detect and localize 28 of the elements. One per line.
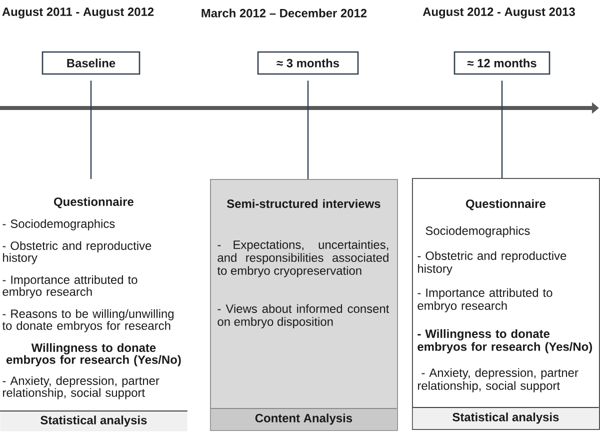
analysis-bar: Statistical analysis [412, 407, 600, 429]
list-item: - Obstetric and reproductive history [2, 241, 152, 264]
list-item: - Anxiety, depression, partner relationship, social support [2, 376, 160, 400]
list-item: - Reasons to be willing/unwilling to donate embryos for research [2, 309, 174, 332]
list-item: - Obstetric and reproductive history [418, 251, 566, 276]
list-item: - Expectations, uncertainties, and responsibilities associated to embryo cryopreservation [217, 240, 388, 278]
date-label: August 2012 - August 2013 [422, 8, 575, 18]
connector-line [307, 80, 309, 179]
date-label: August 2011 - August 2012 [2, 8, 154, 18]
analysis-bar: Statistical analysis [0, 410, 188, 432]
milestone-box: ≈ 12 months [454, 51, 550, 75]
analysis-bar: Content Analysis [210, 408, 398, 430]
connector-line [90, 80, 92, 179]
list-item: Sociodemographics [426, 226, 530, 238]
date-label: March 2012 – December 2012 [202, 8, 367, 18]
milestone-box: Baseline [42, 51, 140, 75]
list-item: - Anxiety, depression, partner relationship, social support [418, 368, 578, 392]
list-item: - Views about informed consent on embryo disposition [218, 304, 390, 328]
section-heading: Semi-structured interviews [226, 199, 380, 208]
connector-line [501, 80, 503, 178]
bold-list-item: - Willingness to donate embryos for research (Yes/No) [418, 329, 592, 354]
milestone-box: ≈ 3 months [257, 51, 359, 75]
list-item: - Importance attributed to embryo research [418, 288, 552, 312]
bold-list-item: Willingness to donate embryos for research (Yes/No) [6, 343, 181, 366]
section-heading: Questionnaire [466, 199, 546, 210]
list-item: - Importance attributed to embryo research [2, 275, 138, 298]
section-heading: Questionnaire [54, 197, 134, 208]
list-item: - Sociodemographics [2, 219, 115, 230]
